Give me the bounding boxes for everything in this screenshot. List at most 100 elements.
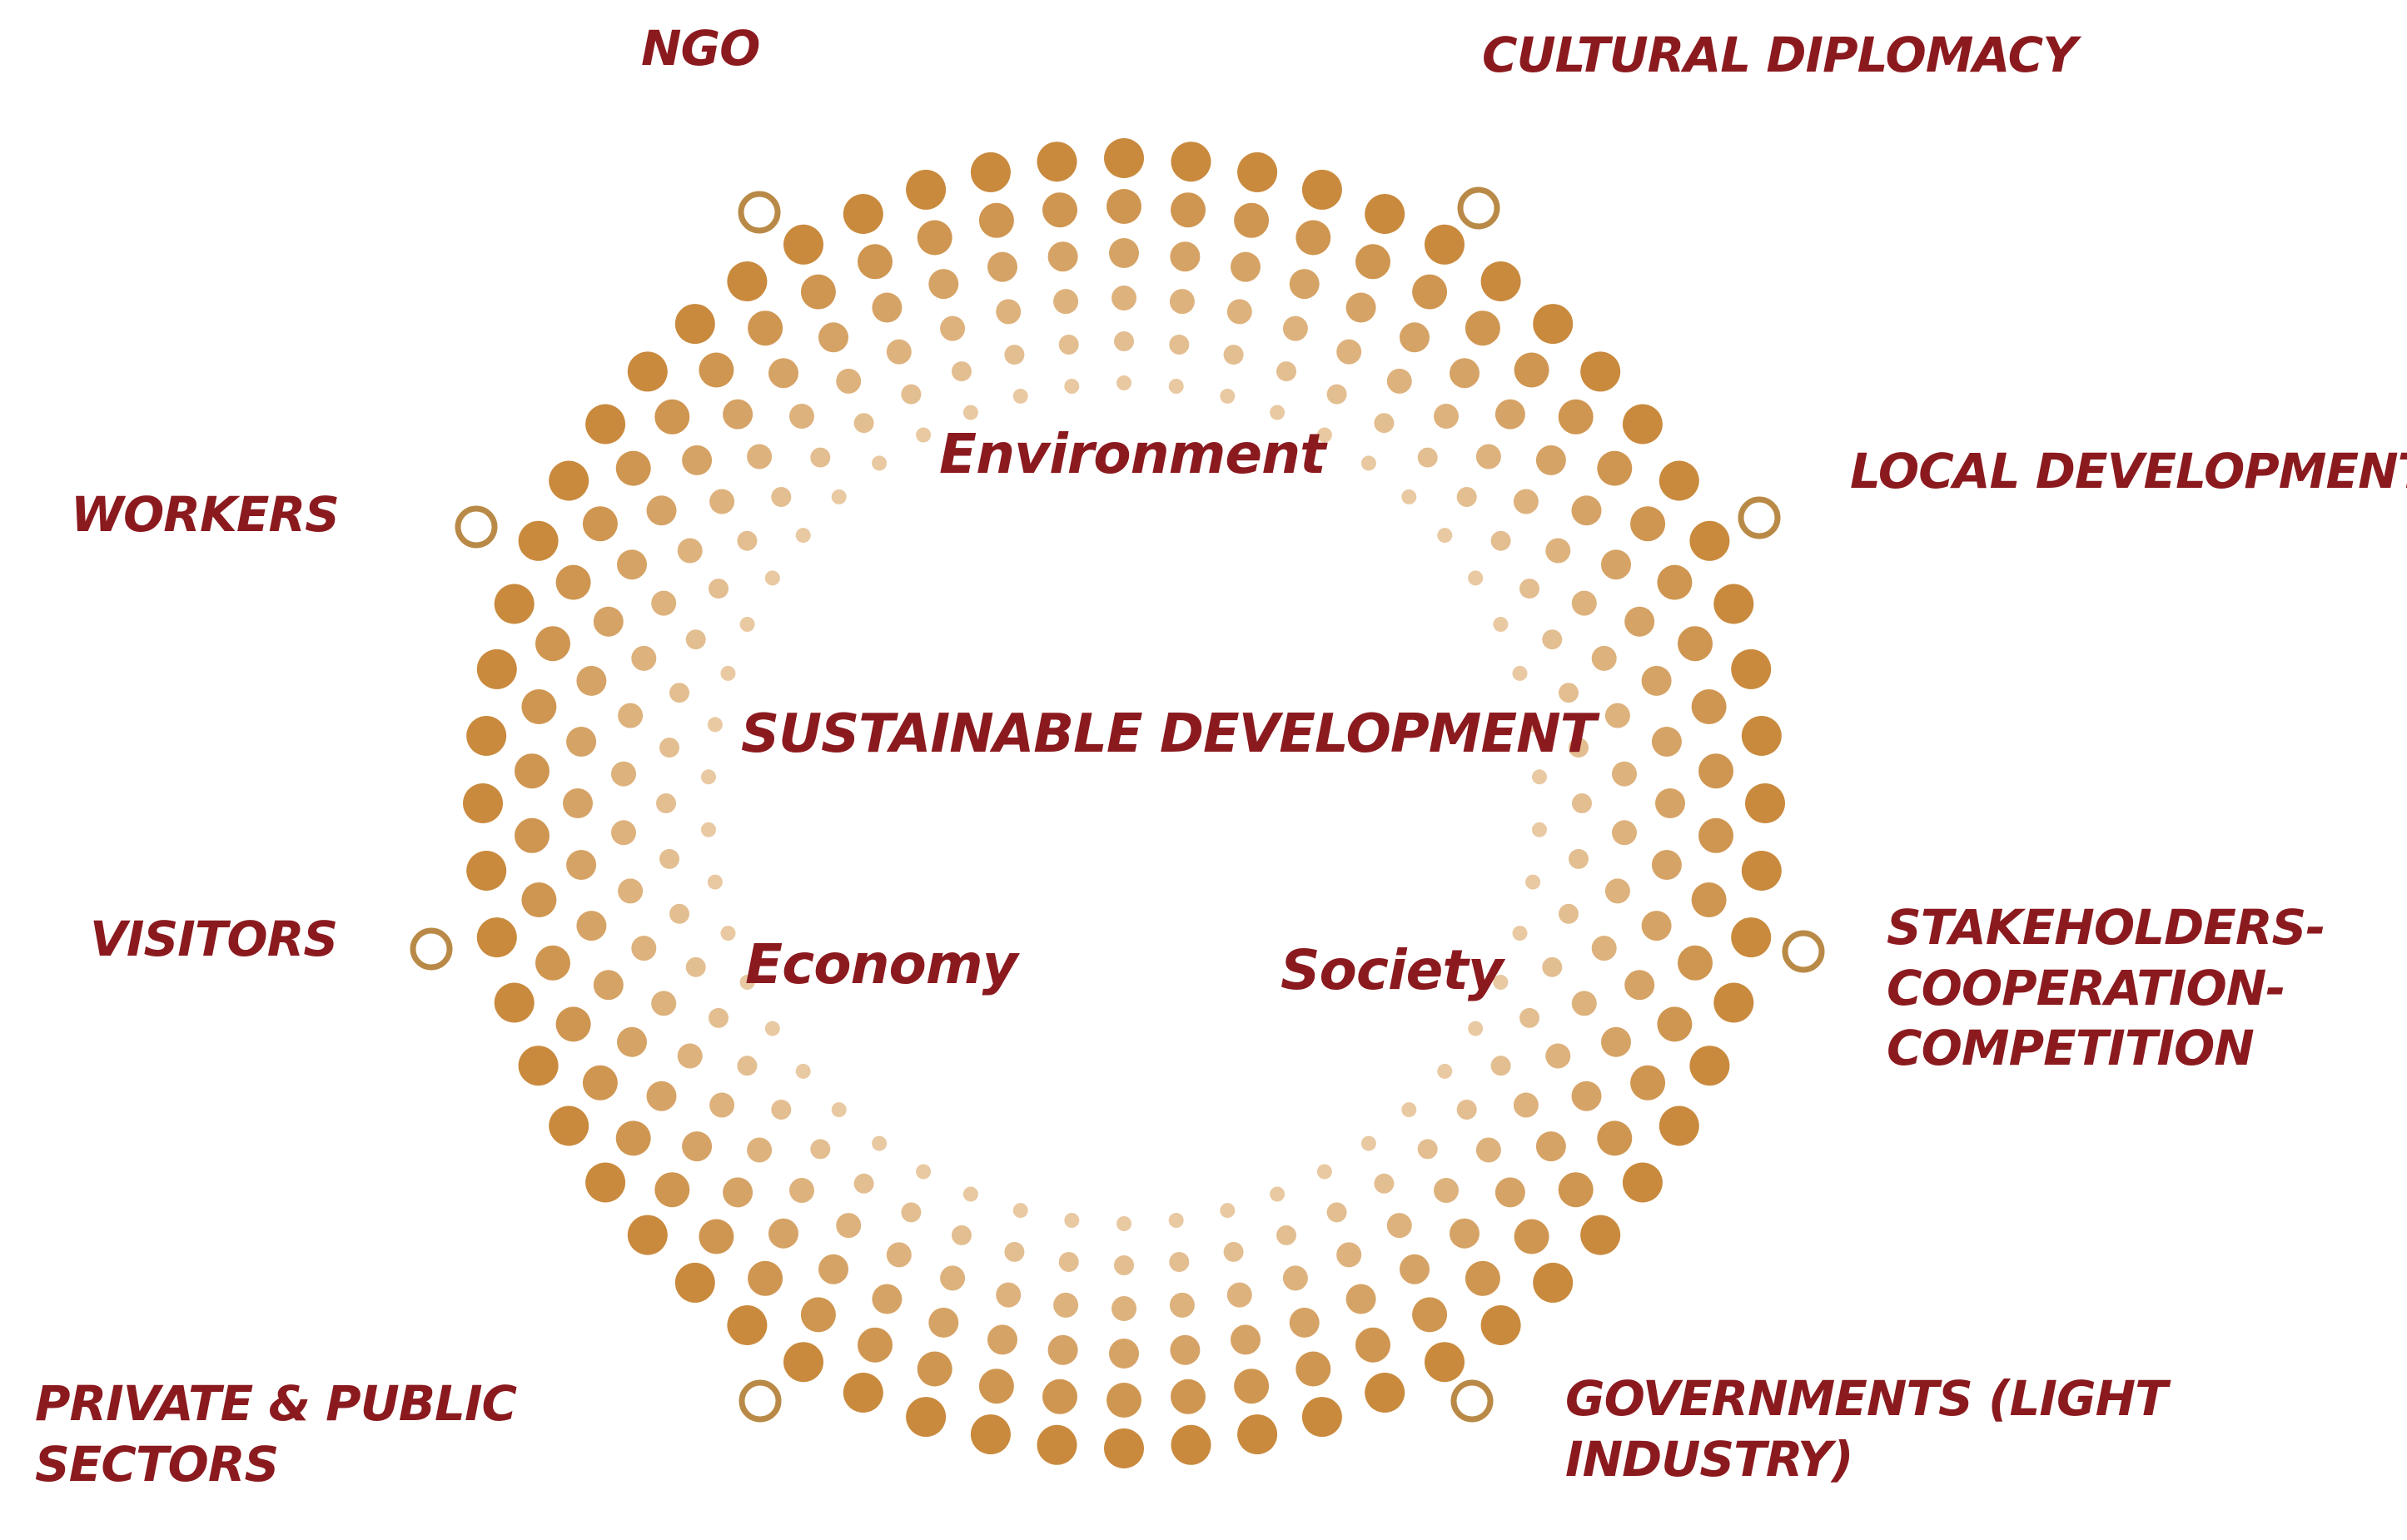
ring-dot <box>1689 1046 1730 1086</box>
ring-dot <box>1490 530 1511 551</box>
ring-dot <box>535 626 570 662</box>
ring-dot <box>1355 1327 1390 1363</box>
ring-dot <box>1386 368 1412 394</box>
ring-dot <box>1355 244 1390 280</box>
ring-dot <box>699 1219 734 1254</box>
ring-dot <box>631 936 657 961</box>
ring-dot <box>1698 817 1733 853</box>
ring-dot <box>1512 926 1528 941</box>
ring-dot <box>886 339 912 365</box>
ring-dot <box>1058 1252 1079 1272</box>
ring-dot <box>1301 1397 1342 1438</box>
ring-dot <box>1386 1213 1412 1239</box>
ring-dot <box>1270 405 1286 420</box>
ring-dot <box>747 444 773 469</box>
ring-dot <box>789 1178 814 1203</box>
ring-dot <box>682 445 713 475</box>
ring-dot <box>771 1100 792 1120</box>
ring-dot <box>1169 289 1195 315</box>
ring-dot <box>656 793 676 813</box>
ring-dot <box>1365 1373 1405 1413</box>
ring-dot <box>685 956 706 977</box>
ring-dot <box>1572 793 1592 813</box>
ring-dot <box>810 447 831 468</box>
ring-dot <box>494 584 535 624</box>
ring-dot <box>1731 648 1772 689</box>
ring-dot <box>615 1120 651 1156</box>
ring-dot <box>1558 399 1594 435</box>
ring-dot <box>1270 1186 1286 1202</box>
stakeholder-marker <box>1782 930 1825 973</box>
ring-dot <box>916 1164 932 1180</box>
ring-dot <box>748 1260 783 1296</box>
ring-dot <box>1226 1282 1252 1308</box>
ring-dot <box>1601 549 1631 580</box>
ring-dot <box>737 1056 758 1076</box>
ring-dot <box>739 975 755 990</box>
ring-dot <box>646 1080 677 1111</box>
ring-dot <box>646 495 677 526</box>
ring-dot <box>709 489 735 514</box>
ring-dot <box>1525 717 1541 733</box>
ring-dot <box>618 878 644 904</box>
ring-dot <box>1220 1203 1236 1219</box>
ring-dot <box>1580 351 1621 392</box>
ring-dot <box>1591 645 1617 671</box>
ring-dot <box>1490 1056 1511 1076</box>
ring-dot <box>618 703 644 728</box>
ring-dot <box>843 194 883 234</box>
ring-dot <box>617 549 647 580</box>
ring-dot <box>1741 851 1782 891</box>
stakeholder-marker <box>1738 496 1781 539</box>
ring-dot <box>1741 716 1782 756</box>
ring-dot <box>1116 1216 1131 1231</box>
ring-dot <box>723 399 753 430</box>
ring-dot <box>1231 1324 1261 1355</box>
ring-dot <box>1231 251 1261 282</box>
ring-dot <box>651 590 677 616</box>
ring-dot <box>1047 241 1078 272</box>
ring-dot <box>978 1369 1014 1404</box>
label-economy: Economy <box>745 932 1018 996</box>
ring-dot <box>582 1065 618 1100</box>
ring-dot <box>615 450 651 486</box>
ring-dot <box>1234 1369 1270 1404</box>
ring-dot <box>1042 192 1077 228</box>
ring-dot <box>1401 489 1417 504</box>
ring-dot <box>1494 1177 1525 1208</box>
label-ngo: NGO <box>641 20 760 77</box>
ring-dot <box>1360 1135 1376 1151</box>
ring-dot <box>1450 1218 1480 1249</box>
ring-dot <box>783 1342 823 1383</box>
ring-dot <box>858 1327 893 1363</box>
ring-dot <box>1169 335 1190 355</box>
ring-dot <box>1494 399 1525 430</box>
ring-dot <box>1493 975 1509 990</box>
ring-dot <box>1168 379 1184 394</box>
ring-dot <box>836 368 862 394</box>
ring-dot <box>1171 142 1211 182</box>
ring-dot <box>463 783 503 823</box>
label-workers: WORKERS <box>71 486 340 543</box>
ring-dot <box>1630 506 1666 542</box>
ring-dot <box>654 399 690 435</box>
ring-dot <box>1465 1260 1500 1296</box>
ring-dot <box>1731 917 1772 958</box>
stakeholder-marker <box>1457 186 1500 230</box>
ring-dot <box>1597 450 1633 486</box>
ring-dot <box>1571 495 1602 526</box>
ring-dot <box>1171 1379 1206 1414</box>
ring-dot <box>1114 1255 1134 1275</box>
ring-dot <box>1434 1178 1459 1203</box>
ring-dot <box>1326 1202 1347 1223</box>
ring-dot <box>1678 626 1713 662</box>
label-stakeholders-cooperation-competition: STAKEHOLDERS- COOPERATION- COMPETITION <box>1887 897 2325 1079</box>
ring-dot <box>1651 727 1682 757</box>
ring-dot <box>669 683 689 703</box>
ring-dot <box>872 292 903 323</box>
ring-dot <box>1004 345 1025 365</box>
ring-dot <box>1400 322 1430 353</box>
label-governments-light-industry: GOVERNMENTS (LIGHT INDUSTRY) <box>1565 1369 2168 1489</box>
stakeholder-marker <box>1450 1379 1494 1423</box>
